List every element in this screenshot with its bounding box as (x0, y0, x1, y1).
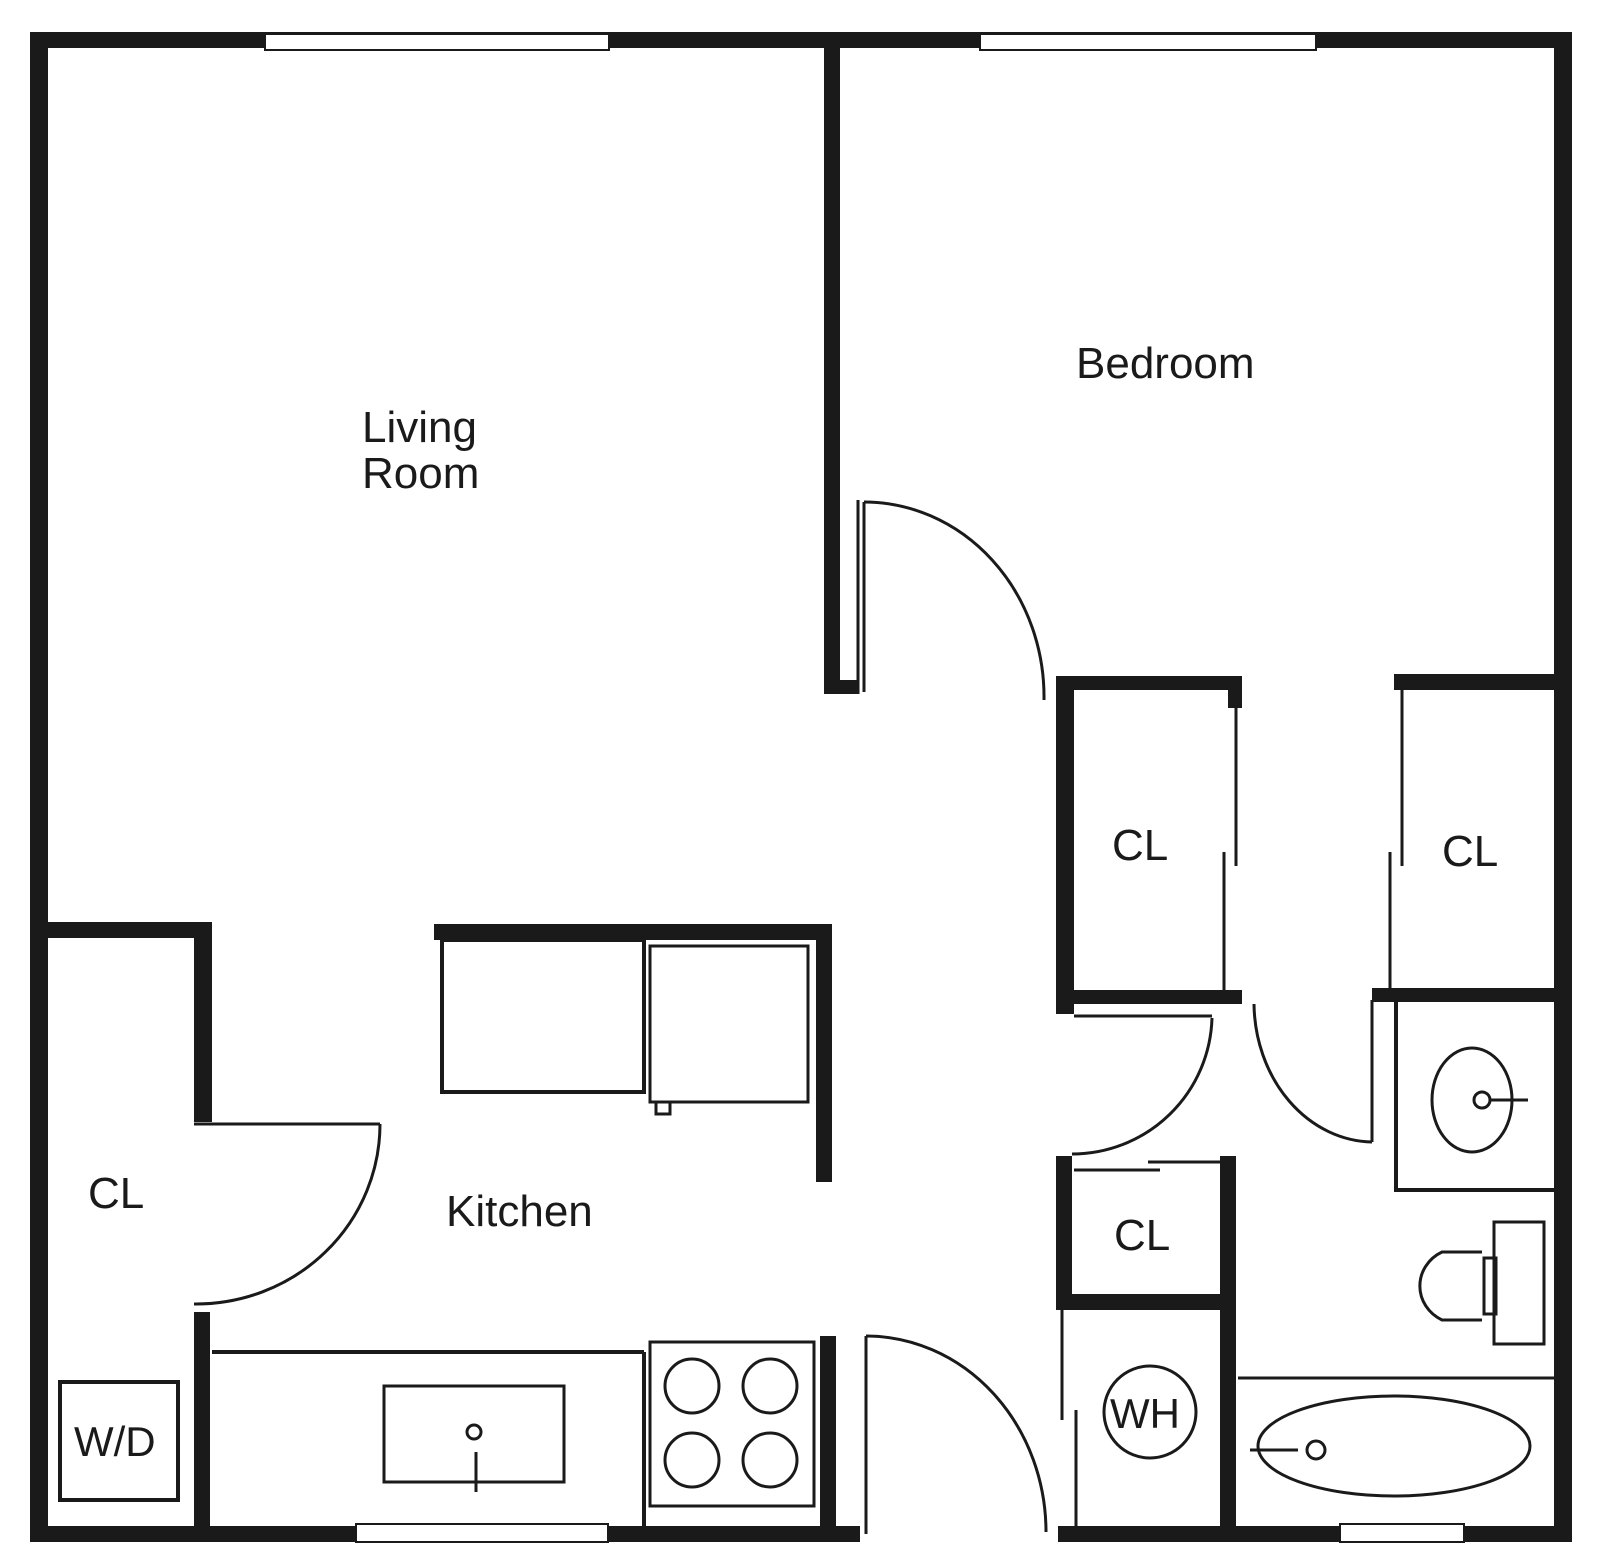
burner-icon (663, 1431, 721, 1489)
bedroom-label: Bedroom (1076, 339, 1255, 388)
west-wall (30, 32, 48, 1542)
bath-door (1252, 1003, 1373, 1144)
hall-closet-walls (1056, 1156, 1236, 1534)
window-living (264, 33, 610, 51)
water-heater-icon (1102, 1364, 1198, 1460)
bedroom-closet-a-walls (1056, 676, 1242, 1014)
closet-bedroom-b-label: CL (1442, 827, 1498, 876)
closet-left-label: CL (88, 1169, 144, 1218)
hall-doors (1071, 1003, 1373, 1156)
entry-door (820, 1334, 1048, 1540)
water-heater-label: WH (1110, 1390, 1180, 1437)
kitchen-sink (382, 1384, 566, 1484)
toilet-icon (1418, 1250, 1482, 1322)
windows (264, 33, 1465, 1543)
burner-icon (663, 1357, 721, 1415)
closet-door-icon (193, 1123, 382, 1306)
window-kitchen (355, 1523, 609, 1543)
living-room-label-2: Room (362, 449, 479, 498)
living-room-label-1: Living (362, 403, 477, 452)
closet-hall-label: CL (1114, 1211, 1170, 1260)
north-wall (30, 32, 1572, 48)
water-heater-area (1060, 1310, 1198, 1530)
left-closet-walls (40, 922, 382, 1532)
kitchen-fixtures (212, 924, 832, 1526)
stove (648, 1340, 816, 1508)
window-bath (1339, 1523, 1465, 1543)
bathtub-icon (1256, 1394, 1532, 1498)
south-wall-right (1058, 1526, 1572, 1542)
east-wall (1554, 32, 1572, 1542)
living-bedroom-wall (824, 44, 860, 694)
washer-dryer-box (58, 1380, 180, 1502)
bathroom-fixtures (1238, 1220, 1560, 1498)
refrigerator (648, 944, 810, 1104)
outer-walls (30, 32, 1572, 1542)
washer-dryer-label: W/D (74, 1418, 156, 1465)
bedroom-door (862, 500, 1046, 701)
bathroom-vanity (1370, 998, 1558, 1192)
closet-door-left (1071, 1017, 1214, 1156)
burner-icon (741, 1357, 799, 1415)
burner-icon (741, 1431, 799, 1489)
window-bedroom (979, 33, 1317, 51)
closet-bedroom-a-label: CL (1112, 821, 1168, 870)
kitchen-label: Kitchen (446, 1187, 593, 1236)
kitchen-cabinet (440, 938, 646, 1094)
room-labels: Living Room Bedroom Kitchen CL CL CL CL … (74, 339, 1498, 1465)
